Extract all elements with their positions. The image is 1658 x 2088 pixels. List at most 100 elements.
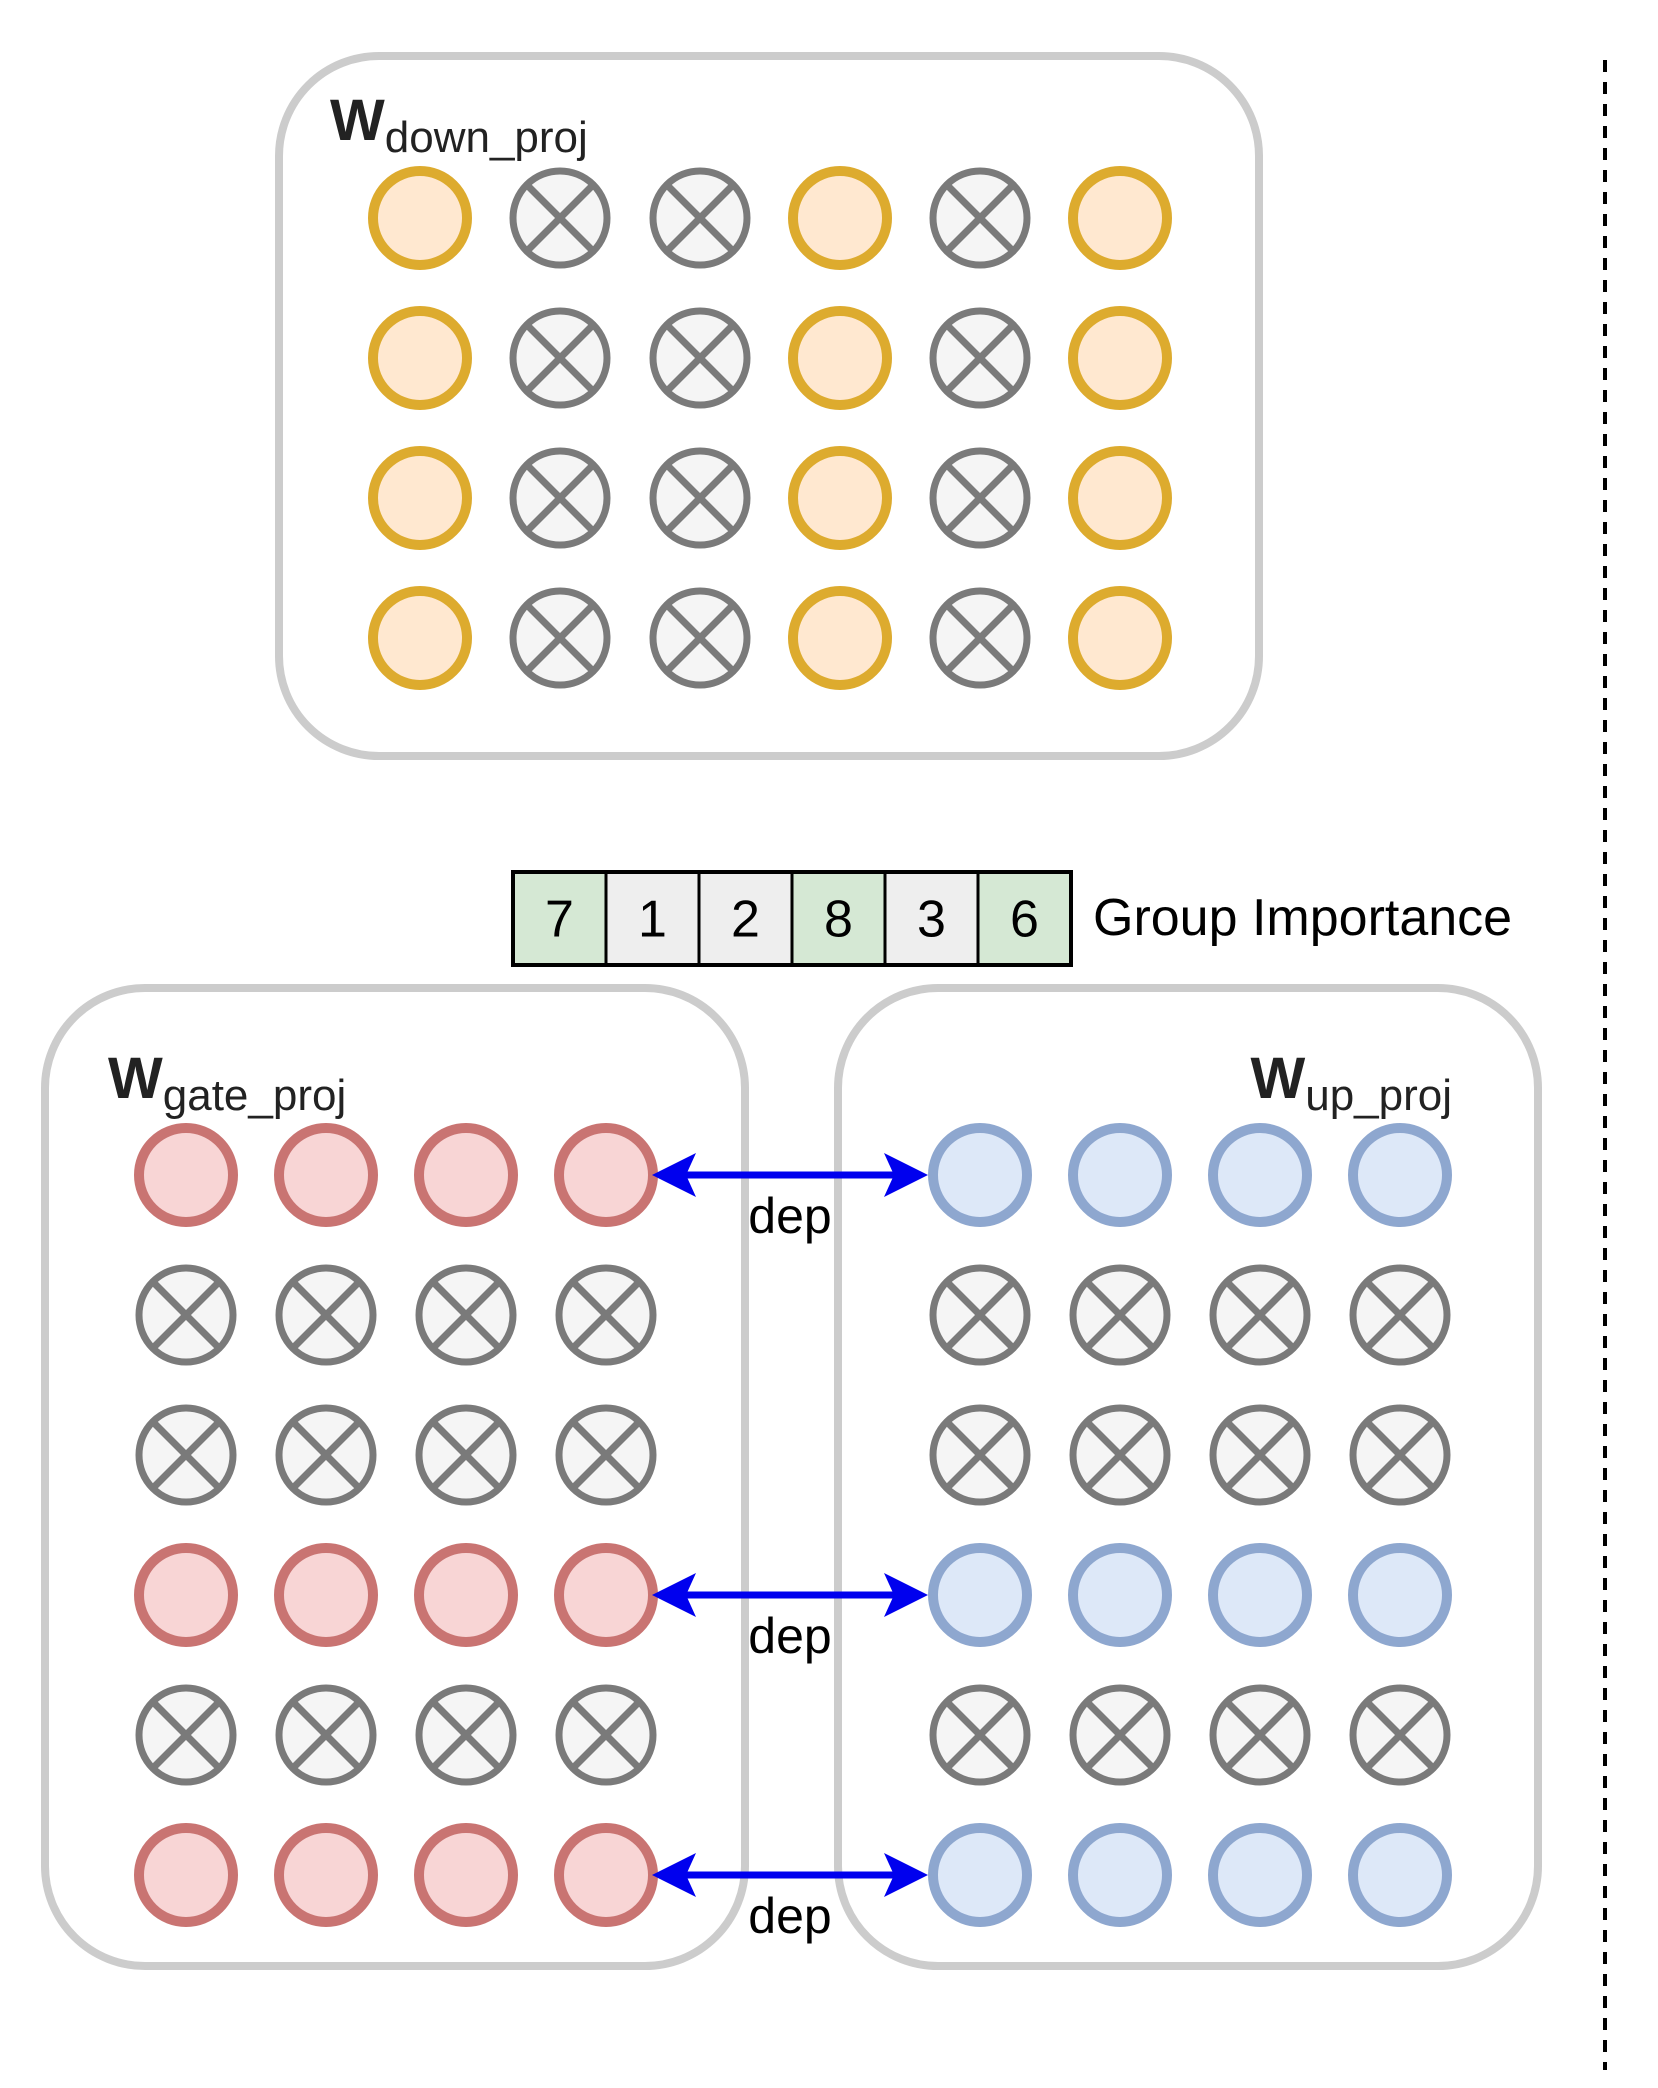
kept-neuron: [788, 306, 892, 410]
importance-cell: 1: [604, 870, 701, 967]
kept-neuron: [928, 1543, 1032, 1647]
pruned-neuron-icon: [1209, 1264, 1311, 1366]
kept-neuron: [788, 166, 892, 270]
pruned-neuron-icon: [649, 307, 751, 409]
pruned-neuron-icon: [135, 1264, 237, 1366]
pruned-neuron-icon: [555, 1684, 657, 1786]
importance-value: 3: [917, 891, 946, 949]
kept-neuron: [928, 1823, 1032, 1927]
importance-value: 1: [638, 891, 667, 949]
kept-neuron: [134, 1823, 238, 1927]
importance-value: 6: [1010, 891, 1039, 949]
kept-neuron: [788, 446, 892, 550]
kept-neuron: [1068, 446, 1172, 550]
pruned-neuron-icon: [1209, 1684, 1311, 1786]
pruned-neuron-icon: [649, 167, 751, 269]
pruned-neuron-icon: [275, 1684, 377, 1786]
kept-neuron: [1348, 1823, 1452, 1927]
up-proj-label-main: W: [1250, 1046, 1305, 1111]
pruned-neuron-icon: [929, 587, 1031, 689]
up-proj-label: Wup_proj: [1250, 1046, 1452, 1120]
kept-neuron: [554, 1543, 658, 1647]
pruned-neuron-icon: [509, 167, 611, 269]
kept-neuron: [134, 1543, 238, 1647]
pruned-neuron-icon: [275, 1264, 377, 1366]
kept-neuron: [134, 1123, 238, 1227]
up-proj-label-sub: up_proj: [1305, 1071, 1452, 1120]
dependency-label: dep: [748, 1188, 831, 1244]
kept-neuron: [1208, 1543, 1312, 1647]
kept-neuron: [414, 1123, 518, 1227]
pruned-neuron-icon: [509, 447, 611, 549]
pruned-neuron-icon: [415, 1684, 517, 1786]
pruned-neuron-icon: [929, 167, 1031, 269]
pruned-neuron-icon: [929, 307, 1031, 409]
kept-neuron: [414, 1543, 518, 1647]
pruned-neuron-icon: [649, 447, 751, 549]
pruned-neuron-icon: [1349, 1264, 1451, 1366]
pruned-neuron-icon: [1069, 1404, 1171, 1506]
down-proj-label: Wdown_proj: [330, 88, 588, 162]
pruned-neuron-icon: [1069, 1264, 1171, 1366]
gate-proj-label-main: W: [108, 1046, 163, 1111]
importance-cell: 8: [790, 870, 887, 967]
kept-neuron: [928, 1123, 1032, 1227]
pruned-neuron-icon: [135, 1404, 237, 1506]
importance-value: 7: [545, 891, 574, 949]
importance-value: 8: [824, 891, 853, 949]
pruned-neuron-icon: [135, 1684, 237, 1786]
pruned-neuron-icon: [1349, 1684, 1451, 1786]
kept-neuron: [368, 586, 472, 690]
pruned-neuron-icon: [1209, 1404, 1311, 1506]
kept-neuron: [1208, 1823, 1312, 1927]
kept-neuron: [1208, 1123, 1312, 1227]
group-importance-bar: 7 1 2 8 3 6: [511, 870, 1073, 967]
importance-cell: 3: [883, 870, 980, 967]
down-proj-label-main: W: [330, 88, 385, 153]
dependency-arrow: dep: [652, 1573, 928, 1664]
kept-neuron: [1348, 1543, 1452, 1647]
kept-neuron: [1348, 1123, 1452, 1227]
kept-neuron: [788, 586, 892, 690]
pruned-neuron-icon: [1349, 1404, 1451, 1506]
dependency-arrows: dep dep dep: [652, 1153, 928, 1944]
gate-proj-neuron-grid: [134, 1123, 658, 1927]
down-proj-neuron-grid: [368, 166, 1172, 690]
kept-neuron: [368, 446, 472, 550]
kept-neuron: [274, 1123, 378, 1227]
gate-proj-label-sub: gate_proj: [163, 1071, 346, 1120]
kept-neuron: [1068, 586, 1172, 690]
kept-neuron: [1068, 306, 1172, 410]
kept-neuron: [1068, 1823, 1172, 1927]
pruned-neuron-icon: [929, 447, 1031, 549]
importance-value: 2: [731, 891, 760, 949]
kept-neuron: [274, 1823, 378, 1927]
kept-neuron: [414, 1823, 518, 1927]
importance-cell: 6: [976, 870, 1073, 967]
pruned-neuron-icon: [509, 307, 611, 409]
pruned-neuron-icon: [929, 1404, 1031, 1506]
pruned-neuron-icon: [509, 587, 611, 689]
importance-cell: 2: [697, 870, 794, 967]
pruned-neuron-icon: [555, 1404, 657, 1506]
dependency-arrow: dep: [652, 1853, 928, 1944]
kept-neuron: [1068, 1123, 1172, 1227]
pruned-neuron-icon: [415, 1264, 517, 1366]
kept-neuron: [554, 1823, 658, 1927]
kept-neuron: [274, 1543, 378, 1647]
dependency-label: dep: [748, 1608, 831, 1664]
kept-neuron: [368, 306, 472, 410]
down-proj-label-sub: down_proj: [385, 113, 588, 162]
kept-neuron: [1068, 1543, 1172, 1647]
group-importance-label: Group Importance: [1093, 889, 1512, 947]
up-proj-neuron-grid: [928, 1123, 1452, 1927]
pruned-neuron-icon: [1069, 1684, 1171, 1786]
importance-cell: 7: [511, 870, 608, 967]
dependency-arrow: dep: [652, 1153, 928, 1244]
kept-neuron: [1068, 166, 1172, 270]
pruned-neuron-icon: [929, 1684, 1031, 1786]
kept-neuron: [368, 166, 472, 270]
dependency-label: dep: [748, 1888, 831, 1944]
kept-neuron: [554, 1123, 658, 1227]
